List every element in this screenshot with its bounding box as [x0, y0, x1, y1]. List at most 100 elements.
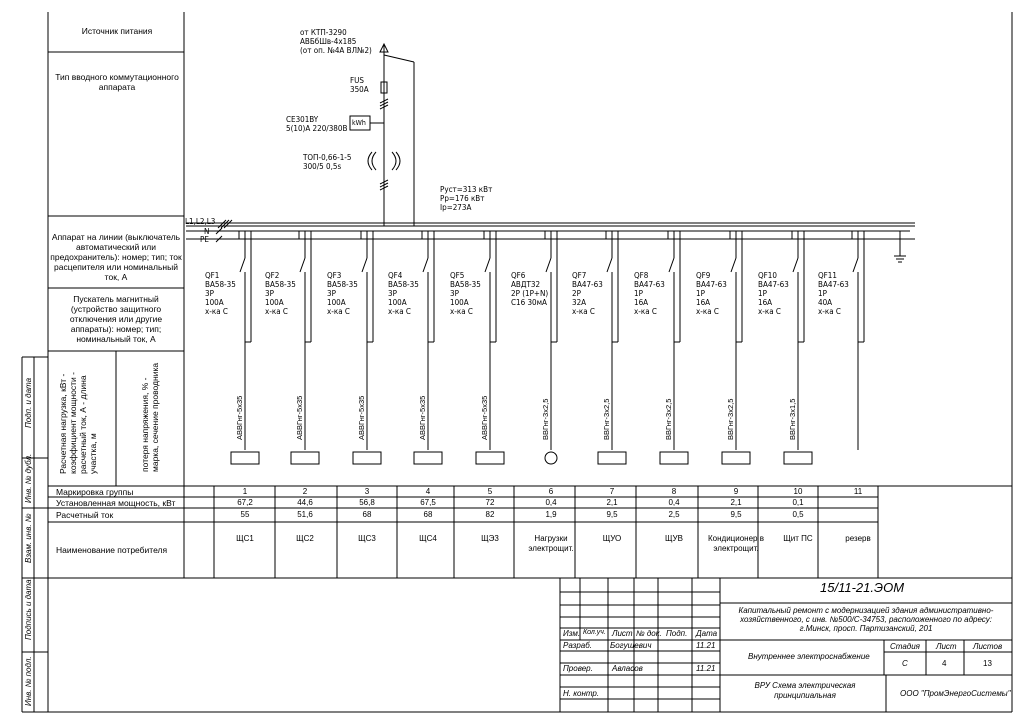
- consumer-panel: [659, 451, 689, 465]
- table-consumer-2: ЩС2: [296, 534, 314, 543]
- breaker-poles: 1Р: [758, 289, 767, 298]
- table-consumer-9: Кондиционер в электрощит.: [708, 534, 764, 553]
- table-power-10: 0,1: [792, 498, 804, 507]
- col-change: Изм.: [563, 629, 581, 638]
- label-load: Расчетная нагрузка, кВт - коэффициент мо…: [58, 372, 98, 474]
- bus-label-pe: PE: [200, 235, 209, 244]
- feeder-wire: [422, 257, 429, 273]
- feeder-cable-10: ВВГнг-3х1,5: [788, 398, 797, 440]
- table-consumer-3: ЩС3: [358, 534, 376, 543]
- label-starter: Пускатель магнитный (устройство защитног…: [69, 294, 163, 344]
- label-source: Источник питания: [81, 26, 153, 36]
- role-normcontrol: Н. контр.: [563, 689, 600, 698]
- doc-code: 15/11-21.ЭОМ: [820, 580, 905, 595]
- table-groups-9: 9: [733, 487, 739, 496]
- stamp-replace-inv: Взам. инв. №: [24, 513, 33, 563]
- consumer-panel: [783, 451, 813, 465]
- meter-model: CE301BY: [286, 115, 319, 124]
- bus-label-phase: L1,L2,L3: [185, 217, 216, 226]
- col-sign: Подп.: [666, 629, 688, 638]
- breaker-id: QF4: [388, 271, 403, 280]
- col-date: Дата: [696, 629, 718, 638]
- breaker-poles: 1Р: [818, 289, 827, 298]
- current-calc: Iр=273А: [440, 203, 472, 212]
- table-power-2: 44,6: [297, 498, 313, 507]
- table-power-9: 2,1: [730, 498, 742, 507]
- breaker-current: 32А: [572, 298, 587, 307]
- sheet-head: Лист: [936, 642, 957, 651]
- breaker-current: 40А: [818, 298, 833, 307]
- breaker-current: 16А: [758, 298, 773, 307]
- breaker-type: ВА58-35: [265, 280, 296, 289]
- feeder-cable-1: АВВГнг-5х35: [235, 395, 244, 440]
- date-checker: 11.21: [696, 664, 716, 673]
- name-checker: Авласов: [612, 664, 643, 673]
- breaker-current: 100А: [205, 298, 224, 307]
- breaker-char: х-ка С: [327, 307, 350, 316]
- feeder-cable-4: АВВГнг-5х35: [418, 395, 427, 440]
- ct-ratio: 300/5 0,5s: [303, 162, 342, 171]
- consumer-panel: [230, 451, 260, 465]
- breaker-char: х-ка С: [205, 307, 228, 316]
- breaker-id: QF9: [696, 271, 711, 280]
- table-groups-8: 8: [671, 487, 677, 496]
- feeder-wire: [239, 257, 246, 273]
- table-current-2: 51,6: [297, 510, 313, 519]
- table-groups-2: 2: [302, 487, 308, 496]
- table-current-5: 82: [485, 510, 495, 519]
- consumer-panel: [597, 451, 627, 465]
- feeder-wire: [606, 257, 613, 273]
- sheet-value: 4: [942, 659, 947, 668]
- fuse-rating: 350А: [350, 85, 369, 94]
- consumer-panel: [721, 451, 751, 465]
- meter-rating: 5(10)А 220/380В: [286, 124, 348, 133]
- table-current-8: 2,5: [668, 510, 680, 519]
- source-line-3: (от оп. №4А ВЛ№2): [300, 46, 372, 55]
- breaker-char: х-ка С: [265, 307, 288, 316]
- table-groups-1: 1: [242, 487, 248, 496]
- table-consumer-1: ЩС1: [236, 534, 254, 543]
- consumer-panel: [352, 451, 382, 465]
- breaker-poles: 3Р: [388, 289, 397, 298]
- breaker-current: 100А: [450, 298, 469, 307]
- table-power-5: 72: [485, 498, 495, 507]
- table-power-4: 67,5: [420, 498, 436, 507]
- drawing-name: ВРУ Схема электрическая принципиальная: [754, 681, 856, 700]
- breaker-poles: 1Р: [634, 289, 643, 298]
- breaker-type: ВА47-63: [634, 280, 665, 289]
- breaker-id: QF8: [634, 271, 649, 280]
- feeder-cable-5: АВВГнг-5х35: [480, 395, 489, 440]
- table-groups-4: 4: [425, 487, 431, 496]
- feeder-cable-8: ВВГнг-3х2,5: [664, 398, 673, 440]
- feeder-cable-2: АВВГнг-5х35: [295, 395, 304, 440]
- stage-head: Стадия: [890, 642, 920, 651]
- breaker-type: ВА58-35: [388, 280, 419, 289]
- breaker-char: х-ка С: [388, 307, 411, 316]
- col-sheet: Лист: [612, 629, 633, 638]
- breaker-poles: 3Р: [327, 289, 336, 298]
- col-count: Кол.уч.: [583, 629, 606, 636]
- stamp-sign-date-2: Подпись и дата: [24, 579, 33, 640]
- table-current-6: 1,9: [545, 510, 557, 519]
- breaker-char: х-ка С: [450, 307, 473, 316]
- table-power-7: 2,1: [606, 498, 618, 507]
- table-current-3: 68: [362, 510, 372, 519]
- breaker-id: QF1: [205, 271, 220, 280]
- breaker-poles: 1Р: [696, 289, 705, 298]
- sheets-head: Листов: [973, 642, 1003, 651]
- breaker-id: QF7: [572, 271, 587, 280]
- feeder-wire: [545, 257, 552, 273]
- table-current-1: 55: [240, 510, 250, 519]
- breaker-type: ВА47-63: [572, 280, 603, 289]
- stamp-dup-inv: Инв. № дубл.: [24, 453, 33, 503]
- source-line-2: АВБбШв-4х185: [300, 37, 357, 46]
- table-power-1: 67,2: [237, 498, 253, 507]
- breaker-poles: 2Р: [572, 289, 581, 298]
